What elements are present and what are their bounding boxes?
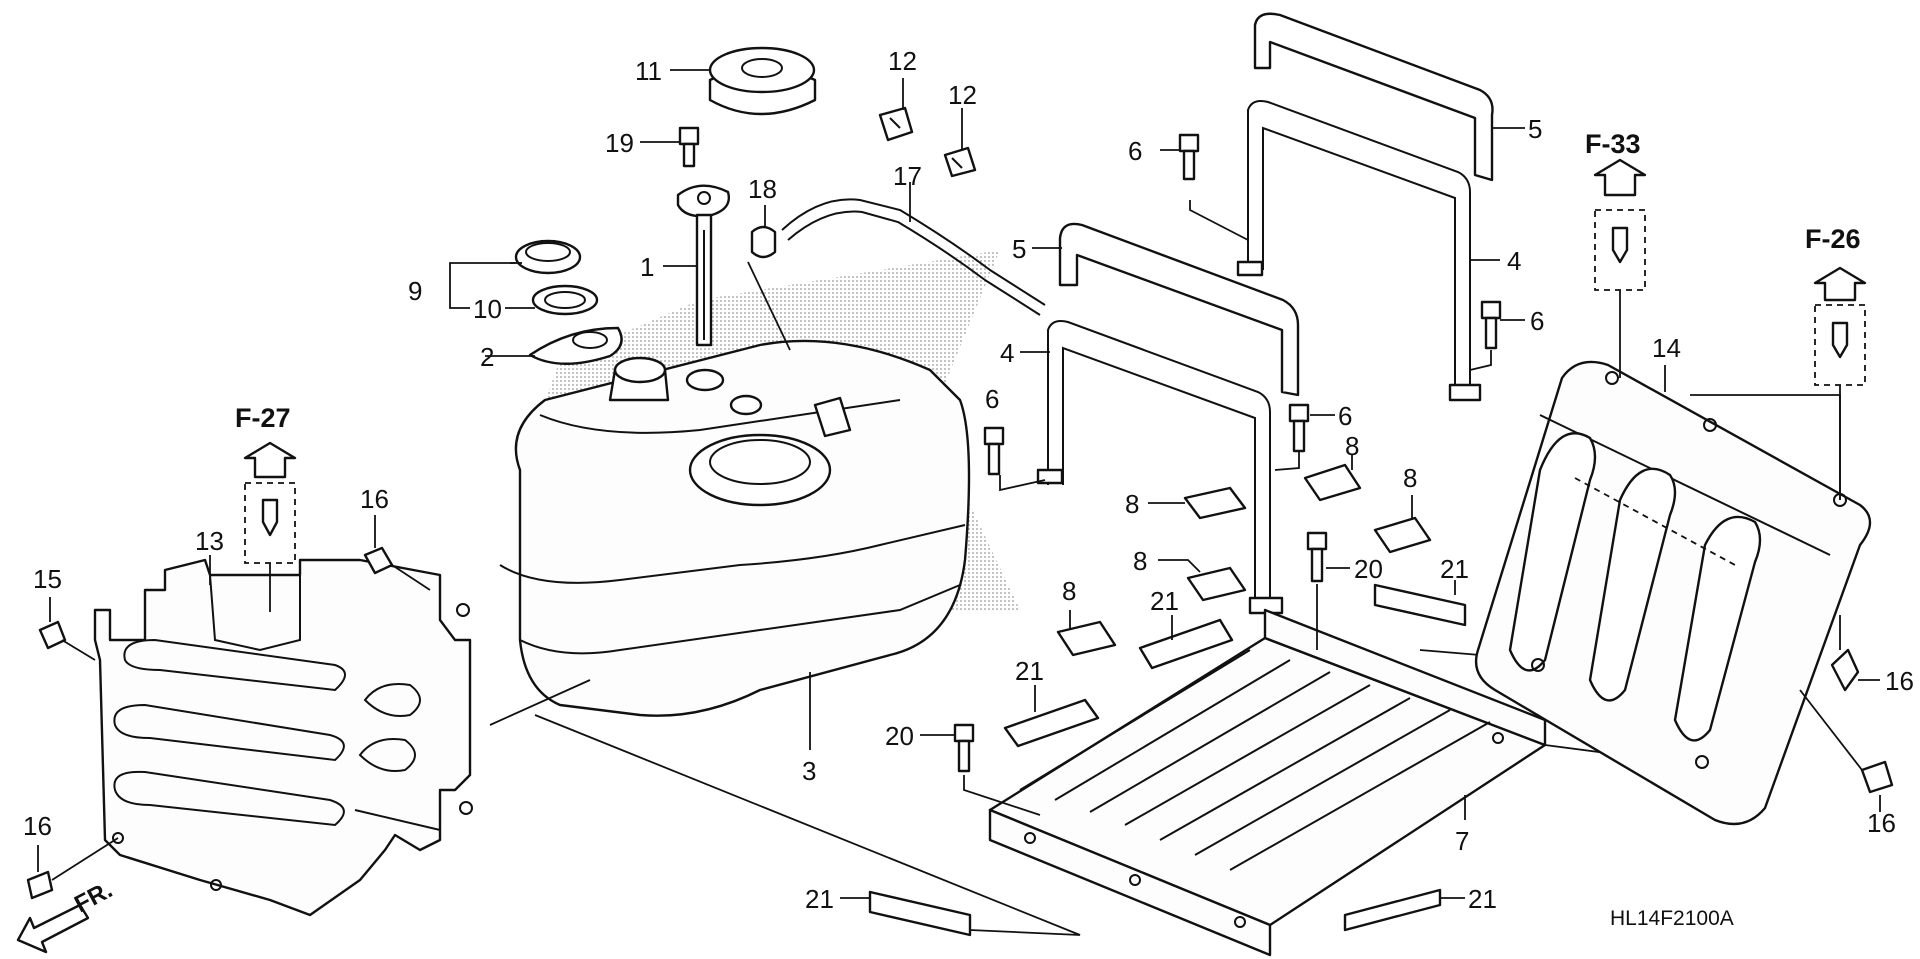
trim-clip-16b [1799,689,1894,812]
callout-3: 3 [802,756,816,786]
ref-box-f26 [1813,266,1867,500]
pad-8a [1148,486,1247,520]
clip-12b [943,108,977,178]
callout-20b: 20 [1354,554,1383,584]
hose-clamp-18 [747,205,791,351]
bolt-20b [1306,531,1350,650]
ref-box-f27 [243,441,297,612]
callout-17: 17 [893,161,922,191]
bolt-6c [983,426,1046,492]
callout-8c: 8 [1403,463,1417,493]
gasket-10 [531,284,599,316]
pad-8c [1373,495,1432,554]
callout-21d: 21 [805,884,834,914]
pad-21c [1003,685,1100,748]
ref-box-f33 [1593,158,1647,378]
callout-6a: 6 [1128,136,1142,166]
callout-21a: 21 [1440,554,1469,584]
callout-15: 15 [33,564,62,594]
callout-9: 9 [408,276,422,306]
pad-21b [1138,615,1234,670]
callout-19: 19 [605,128,634,158]
callout-4b: 4 [1000,338,1014,368]
callout-7: 7 [1455,826,1469,856]
band-4-rear [1236,100,1482,402]
callout-16a: 16 [1885,666,1914,696]
callout-4a: 4 [1507,246,1521,276]
callout-6d: 6 [1338,401,1352,431]
callout-8e: 8 [1062,576,1076,606]
bolt-6d [1274,403,1335,471]
callout-8a: 8 [1125,489,1139,519]
fuel-sending-unit [663,184,730,347]
trim-clip-16a [1830,615,1880,692]
callout-6b: 6 [1530,306,1544,336]
callout-5b: 5 [1012,234,1026,264]
callout-18: 18 [748,174,777,204]
callout-16d: 16 [23,811,52,841]
seal-2 [528,326,623,365]
callout-13: 13 [195,526,224,556]
callout-21e: 21 [1468,884,1497,914]
ref-label-f26: F-26 [1805,224,1861,254]
callout-1: 1 [640,252,654,282]
pad-8d [1158,559,1247,602]
tank-cap-11 [670,46,817,116]
pad-21e [1343,888,1465,932]
pad-21d [840,890,972,937]
diagram-code: HL14F2100A [1610,907,1734,930]
rubber-band-5-front [1058,222,1300,397]
bolt-20a [920,723,1041,816]
bolt-6b [1469,300,1525,371]
trim-clip-16d [26,837,119,900]
pad-8b [1303,455,1362,502]
ref-label-f27: F-27 [235,403,291,433]
rubber-band-5-rear [1253,12,1494,182]
callout-16c: 16 [360,484,389,514]
bolt-19 [640,126,700,168]
callout-5a: 5 [1528,114,1542,144]
callout-11: 11 [635,56,662,86]
callout-21c: 21 [1015,656,1044,686]
callout-8b: 8 [1345,431,1359,461]
clip-12a [878,78,914,142]
callout-8d: 8 [1133,546,1147,576]
bolt-6a [1160,133,1249,241]
cover-13 [93,555,473,917]
filler-cap-9 [514,239,582,275]
callout-12a: 12 [888,46,917,76]
rear-fender-14 [1474,360,1872,826]
callout-21b: 21 [1150,586,1179,616]
callout-16b: 16 [1867,808,1896,838]
callout-10: 10 [473,294,502,324]
callout-12b: 12 [948,80,977,110]
callout-6c: 6 [985,384,999,414]
callout-20a: 20 [885,721,914,751]
hose-17 [781,182,1046,316]
front-direction-arrow [16,903,90,954]
callout-14: 14 [1652,333,1681,363]
fuel-tank [499,339,971,750]
ref-label-f33: F-33 [1585,129,1641,159]
callout-2: 2 [480,342,494,372]
band-4-front [1036,320,1284,615]
bolt-15 [38,597,96,661]
trim-clip-16c [363,515,431,591]
skid-plate-7 [988,608,1547,957]
pad-8e [1056,610,1117,657]
pad-21a [1373,580,1467,627]
